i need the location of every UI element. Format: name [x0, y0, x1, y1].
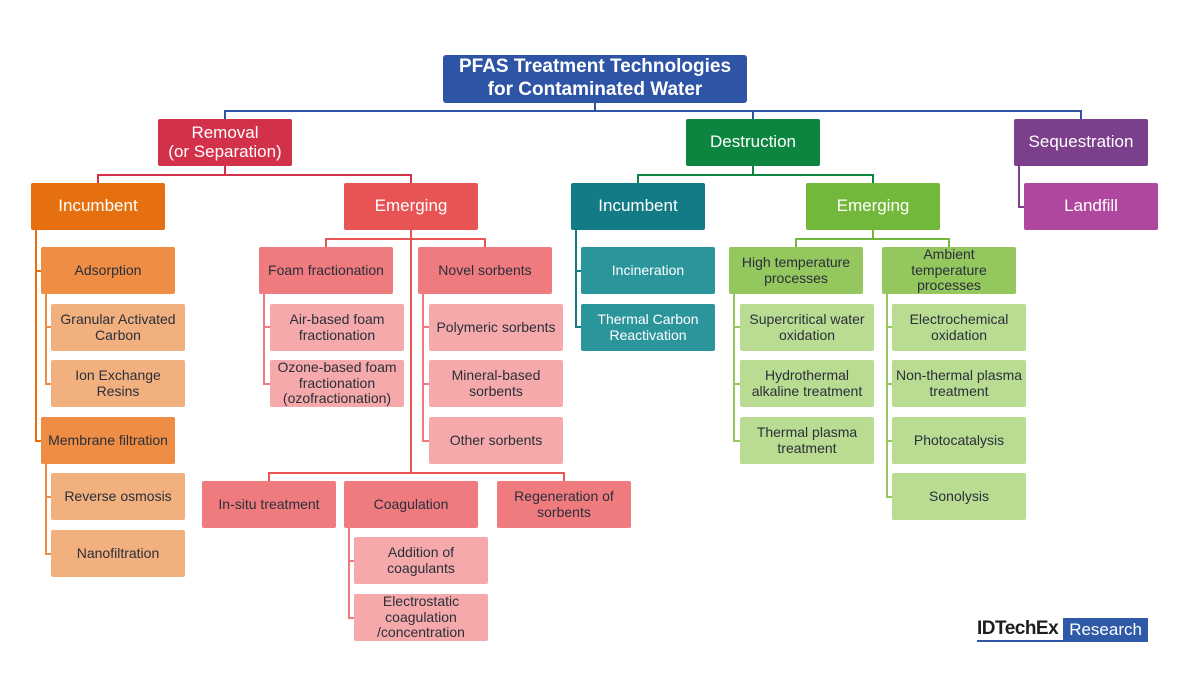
node-nano: Nanofiltration	[51, 530, 185, 577]
node-hightemp: High temperature processes	[729, 247, 863, 294]
node-destruction: Destruction	[686, 119, 820, 166]
idtechex-logo: IDTechEx Research	[977, 618, 1148, 642]
node-regen: Regeneration of sorbents	[497, 481, 631, 528]
node-incin: Incineration	[581, 247, 715, 294]
logo-division: Research	[1063, 618, 1148, 642]
node-sequestration: Sequestration	[1014, 119, 1148, 166]
connector-hightemp-spine	[733, 294, 740, 442]
connector-rem-inc-spine	[35, 230, 41, 442]
node-ionx: Ion Exchange Resins	[51, 360, 185, 407]
node-rem-inc: Incumbent	[31, 183, 165, 230]
node-adsorption: Adsorption	[41, 247, 175, 294]
node-des-inc: Incumbent	[571, 183, 705, 230]
node-coag: Coagulation	[344, 481, 478, 528]
node-insitu: In-situ treatment	[202, 481, 336, 528]
node-ambient: Ambient temperature processes	[882, 247, 1016, 294]
node-foam: Foam fractionation	[259, 247, 393, 294]
connector-removal-bus	[97, 174, 412, 183]
node-sorbents: Novel sorbents	[418, 247, 552, 294]
connector-root-bus	[224, 110, 1082, 119]
node-nonthermal: Non-thermal plasma treatment	[892, 360, 1026, 407]
node-tcr: Thermal Carbon Reactivation	[581, 304, 715, 351]
logo-name: IDTechEx	[977, 618, 1064, 642]
node-addcoag: Addition of coagulants	[354, 537, 488, 584]
node-photo: Photocatalysis	[892, 417, 1026, 464]
node-sono: Sonolysis	[892, 473, 1026, 520]
connector-rem-emg-top-bus	[325, 238, 486, 247]
node-electrochem: Electrochemical oxidation	[892, 304, 1026, 351]
node-membrane: Membrane filtration	[41, 417, 175, 464]
connector-rem-emg-bottom-bus	[268, 472, 565, 481]
node-electro: Electrostatic coagulation /concentration	[354, 594, 488, 641]
connector-ambient-spine	[886, 294, 892, 498]
node-mineral: Mineral-based sorbents	[429, 360, 563, 407]
node-ro: Reverse osmosis	[51, 473, 185, 520]
node-removal: Removal (or Separation)	[158, 119, 292, 166]
connector-foam-spine	[263, 294, 270, 385]
connector-des-inc-spine	[575, 230, 581, 328]
node-rem-emg: Emerging	[344, 183, 478, 230]
connector-destruction-bus	[637, 174, 874, 183]
connector-sorbents-spine	[422, 294, 429, 442]
node-root: PFAS Treatment Technologies for Contamin…	[443, 55, 747, 103]
node-scwo: Supercritical water oxidation	[740, 304, 874, 351]
node-gac: Granular Activated Carbon	[51, 304, 185, 351]
node-landfill: Landfill	[1024, 183, 1158, 230]
node-other: Other sorbents	[429, 417, 563, 464]
node-ozone: Ozone-based foam fractionation (ozofract…	[270, 360, 404, 407]
node-des-emg: Emerging	[806, 183, 940, 230]
connector-des-emg-bus	[795, 238, 950, 247]
node-airfoam: Air-based foam fractionation	[270, 304, 404, 351]
node-polymeric: Polymeric sorbents	[429, 304, 563, 351]
connector-adsorption-spine	[45, 294, 51, 385]
connector-coag-spine	[348, 528, 354, 619]
connector-sequestration-landfill	[1018, 166, 1024, 208]
connector-membrane-spine	[45, 464, 51, 555]
node-thermplasma: Thermal plasma treatment	[740, 417, 874, 464]
node-hydro: Hydrothermal alkaline treatment	[740, 360, 874, 407]
